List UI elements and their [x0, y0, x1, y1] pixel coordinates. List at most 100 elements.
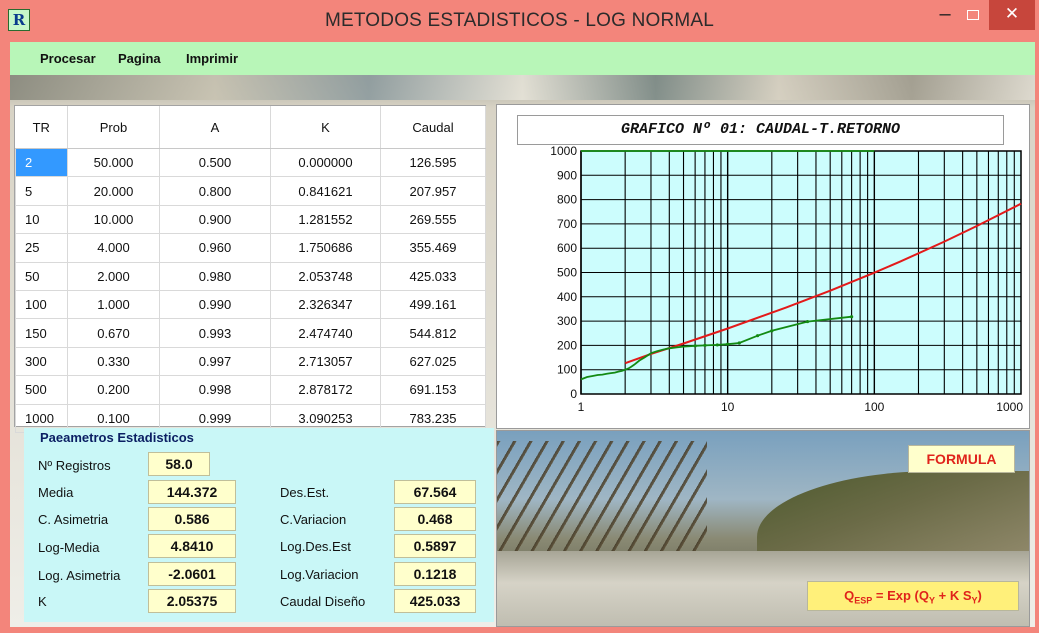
close-button[interactable]: ✕	[989, 0, 1035, 30]
column-header-a[interactable]: A	[159, 106, 271, 149]
data-point	[693, 344, 697, 348]
menu-pagina[interactable]: Pagina	[118, 51, 161, 66]
cell-a[interactable]: 0.960	[159, 233, 271, 263]
media-label: Media	[38, 485, 74, 500]
cell-caudal[interactable]: 627.025	[380, 346, 486, 377]
cell-a[interactable]: 0.800	[159, 176, 271, 206]
formula-q-sub: ESP	[854, 595, 873, 606]
y-tick-label: 0	[570, 387, 577, 401]
cell-a[interactable]: 0.998	[159, 375, 271, 405]
cell-prob[interactable]: 4.000	[67, 233, 160, 263]
title-bar[interactable]: R METODOS ESTADISTICOS - LOG NORMAL – ✕	[0, 0, 1039, 42]
column-header-caudal[interactable]: Caudal	[380, 106, 486, 149]
menu-procesar[interactable]: Procesar	[40, 51, 96, 66]
cell-k[interactable]: 0.000000	[270, 147, 381, 178]
cell-caudal[interactable]: 691.153	[380, 375, 486, 405]
column-header-k[interactable]: K	[270, 106, 381, 149]
y-tick-label: 600	[557, 241, 577, 255]
des-est-label: Des.Est.	[280, 485, 330, 500]
y-tick-label: 500	[557, 266, 577, 280]
cell-a[interactable]: 0.993	[159, 318, 271, 348]
cell-caudal[interactable]: 269.555	[380, 204, 486, 235]
cell-prob[interactable]: 0.330	[67, 346, 160, 377]
data-point	[726, 342, 730, 346]
cell-tr[interactable]: 500	[15, 375, 68, 405]
cell-tr[interactable]: 300	[15, 346, 68, 377]
app-icon[interactable]: R	[8, 9, 30, 31]
cell-prob[interactable]: 0.670	[67, 318, 160, 348]
x-tick-label: 1000	[996, 400, 1023, 414]
formula-close: )	[977, 588, 982, 603]
cell-prob[interactable]: 10.000	[67, 204, 160, 235]
cell-tr[interactable]: 150	[15, 318, 68, 348]
log-asimetria-label: Log. Asimetria	[38, 568, 121, 583]
cell-k[interactable]: 2.713057	[270, 346, 381, 377]
formula-button[interactable]: FORMULA	[908, 445, 1015, 473]
cell-k[interactable]: 2.474740	[270, 318, 381, 348]
cell-k[interactable]: 1.281552	[270, 204, 381, 235]
cell-a[interactable]: 0.900	[159, 204, 271, 235]
cell-caudal[interactable]: 355.469	[380, 233, 486, 263]
caudal-diseno-value: 425.033	[394, 589, 476, 613]
cell-a[interactable]: 0.980	[159, 261, 271, 291]
x-tick-label: 10	[721, 400, 735, 414]
log-des-est-label: Log.Des.Est	[280, 539, 351, 554]
cell-caudal[interactable]: 425.033	[380, 261, 486, 291]
cell-a[interactable]: 0.500	[159, 147, 271, 178]
cell-tr[interactable]: 100	[15, 289, 68, 320]
cell-tr[interactable]: 5	[15, 176, 68, 206]
cell-prob[interactable]: 20.000	[67, 176, 160, 206]
cell-tr[interactable]: 2	[15, 147, 68, 178]
log-media-value: 4.8410	[148, 534, 236, 558]
cell-k[interactable]: 0.841621	[270, 176, 381, 206]
cell-caudal[interactable]: 544.812	[380, 318, 486, 348]
cell-prob[interactable]: 0.200	[67, 375, 160, 405]
cell-caudal[interactable]: 207.957	[380, 176, 486, 206]
cell-tr[interactable]: 10	[15, 204, 68, 235]
cell-caudal[interactable]: 126.595	[380, 147, 486, 178]
cell-k[interactable]: 1.750686	[270, 233, 381, 263]
cell-caudal[interactable]: 499.161	[380, 289, 486, 320]
maximize-button[interactable]	[958, 0, 988, 30]
x-tick-label: 100	[864, 400, 884, 414]
cell-k[interactable]: 2.053748	[270, 261, 381, 291]
cell-tr[interactable]: 50	[15, 261, 68, 291]
cell-prob[interactable]: 1.000	[67, 289, 160, 320]
data-point	[756, 334, 760, 338]
cell-k[interactable]: 2.878172	[270, 375, 381, 405]
parameters-title: Paeametros Estadisticos	[40, 430, 194, 445]
column-header-tr[interactable]: TR	[15, 106, 68, 149]
media-value: 144.372	[148, 480, 236, 504]
cell-a[interactable]: 0.990	[159, 289, 271, 320]
minimize-button[interactable]: –	[939, 3, 951, 25]
y-tick-label: 100	[557, 363, 577, 377]
cell-tr[interactable]: 25	[15, 233, 68, 263]
k-label: K	[38, 594, 47, 609]
data-point	[850, 315, 854, 319]
log-variacion-label: Log.Variacion	[280, 567, 359, 582]
maximize-icon	[967, 10, 979, 20]
cell-k[interactable]: 2.326347	[270, 289, 381, 320]
column-header-prob[interactable]: Prob	[67, 106, 160, 149]
cell-prob[interactable]: 2.000	[67, 261, 160, 291]
log-variacion-value: 0.1218	[394, 562, 476, 586]
formula-q: Q	[844, 588, 855, 603]
cell-a[interactable]: 0.997	[159, 346, 271, 377]
menu-imprimir[interactable]: Imprimir	[186, 51, 239, 66]
cell-prob[interactable]: 50.000	[67, 147, 160, 178]
data-point	[715, 343, 719, 347]
y-tick-label: 700	[557, 217, 577, 231]
